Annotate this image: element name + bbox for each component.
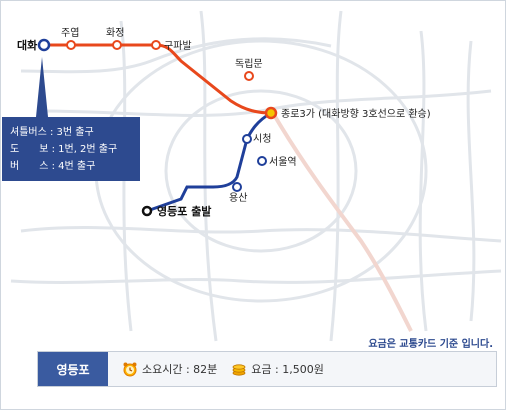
callout-pointer: [36, 57, 48, 117]
background-network-pink: [271, 111, 413, 332]
station-label-yongsan: 용산: [229, 192, 247, 204]
station-marker-yongsan[interactable]: [232, 182, 242, 192]
coins-icon: [231, 361, 247, 377]
alarm-clock-icon: [122, 361, 138, 377]
station-label-hwajeong: 화정: [106, 27, 124, 39]
station-marker-seoulyeok[interactable]: [257, 156, 267, 166]
station-marker-daehwa[interactable]: [37, 38, 51, 52]
station-marker-yeongdeungpo[interactable]: [141, 205, 153, 217]
station-label-jongno3ga: 종로3가 (대화방향 3호선으로 환승): [281, 108, 431, 120]
route-info-bar: 영등포 소요시간 : 82분 요금 : 1: [37, 351, 497, 387]
station-marker-jongno3ga[interactable]: [264, 106, 278, 120]
station-marker-gupabal[interactable]: [151, 40, 161, 50]
fare-note: 요금은 교통카드 기준 입니다.: [368, 339, 493, 350]
station-marker-juyeop[interactable]: [66, 40, 76, 50]
station-label-seoulyeok: 서울역: [269, 156, 297, 168]
callout-shuttle-bus: 셔틀버스 : 3번 출구: [10, 127, 94, 138]
orange-route-line: [44, 43, 272, 115]
station-marker-hwajeong[interactable]: [112, 40, 122, 50]
info-station-name: 영등포: [38, 352, 108, 386]
travel-time-text: 소요시간 : 82분: [142, 363, 218, 376]
station-marker-dongnimmun[interactable]: [244, 71, 254, 81]
callout-bus: 버 스 : 4번 출구: [10, 161, 96, 172]
callout-walk: 도 보 : 1번, 2번 출구: [10, 144, 118, 155]
fare-text: 요금 : 1,500원: [251, 363, 324, 376]
station-label-juyeop: 주엽: [61, 27, 79, 39]
station-label-dongnimmun: 독립문: [235, 57, 263, 70]
exit-info-callout: 셔틀버스 : 3번 출구 도 보 : 1번, 2번 출구 버 스 : 4번 출구: [2, 57, 140, 181]
station-label-yeongdeungpo: 영등포 출발: [157, 204, 211, 218]
station-label-gupabal: 구파발: [164, 40, 192, 52]
travel-time: 소요시간 : 82분: [122, 361, 217, 377]
station-label-daehwa: 대화: [17, 38, 37, 52]
blue-route-line: [146, 111, 272, 213]
fare: 요금 : 1,500원: [231, 361, 324, 377]
station-label-sicheong: 시청: [253, 133, 271, 145]
station-marker-sicheong[interactable]: [242, 134, 252, 144]
